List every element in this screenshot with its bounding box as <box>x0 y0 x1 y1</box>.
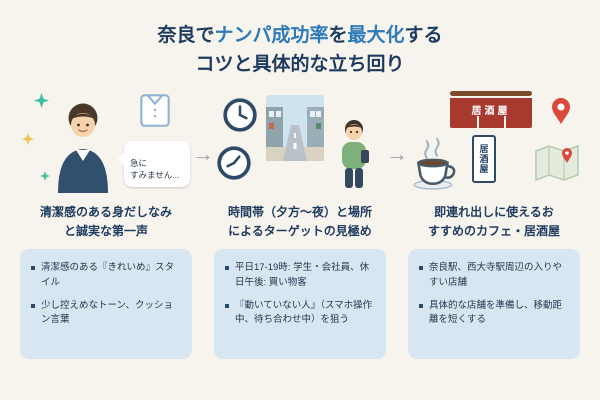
step-1-heading: 清潔感のある身だしなみ と誠実な第一声 <box>39 205 172 238</box>
step-3: 居酒屋 <box>408 91 580 360</box>
bullet-item: 清潔感のある『きれいめ』スタイル <box>30 261 182 290</box>
bullet-item: 少し控えめなトーン、クッション言葉 <box>30 299 182 328</box>
steps-row: 急に すみません... 清潔感のある身だしなみ と誠実な第一声 清潔感のある『き… <box>0 91 600 360</box>
step-2: 時間帯（夕方〜夜）と場所 によるターゲットの見極め 平日17-19時: 学生・会… <box>214 91 386 360</box>
curtain-slit <box>477 116 480 128</box>
izakaya-curtain-icon: 居酒屋 <box>450 91 532 128</box>
speech-bubble: 急に すみません... <box>118 141 190 187</box>
step-2-card: 平日17-19時: 学生・会社員、休日午後: 買い物客『動いていない人』（スマホ… <box>214 249 386 360</box>
clock-icon <box>217 146 251 180</box>
step-2-bullet-list: 平日17-19時: 学生・会社員、休日午後: 買い物客『動いていない人』（スマホ… <box>224 261 376 328</box>
title-segment: する <box>404 25 443 46</box>
step-1: 急に すみません... 清潔感のある身だしなみ と誠実な第一声 清潔感のある『き… <box>20 91 192 360</box>
businessman-icon <box>58 103 108 193</box>
curtain-cloth: 居酒屋 <box>450 98 532 128</box>
title-segment: 最大化 <box>347 25 405 46</box>
bullet-item: 平日17-19時: 学生・会社員、休日午後: 買い物客 <box>224 261 376 290</box>
bullet-item: 具体的な店舗を準備し、移動距離を短くする <box>418 299 570 328</box>
sparkle-icon <box>22 133 34 145</box>
page-title-line2: コツと具体的な立ち回り <box>195 53 405 75</box>
page-title: 奈良でナンパ成功率を最大化する コツと具体的な立ち回り <box>0 0 600 79</box>
sign-text: 居酒屋 <box>478 144 489 174</box>
step-3-bullet-list: 奈良駅、西大寺駅周辺の入りやすい店舗具体的な店舗を準備し、移動距離を短くする <box>418 261 570 328</box>
title-segment: 奈良で <box>157 25 215 46</box>
step-1-card: 清潔感のある『きれいめ』スタイル少し控えめなトーン、クッション言葉 <box>20 249 192 360</box>
arrow-right-icon: → <box>386 141 408 166</box>
step-2-heading: 時間帯（夕方〜夜）と場所 によるターゲットの見極め <box>227 205 372 238</box>
coffee-cup-icon <box>413 138 456 190</box>
map-icon <box>535 144 579 182</box>
speech-bubble-text: 急に すみません... <box>130 157 180 180</box>
step-3-card: 奈良駅、西大寺駅周辺の入りやすい店舗具体的な店舗を準備し、移動距離を短くする <box>408 249 580 360</box>
curtain-slit <box>504 116 507 128</box>
clock-icon <box>223 98 257 132</box>
sparkle-icon <box>40 171 50 181</box>
title-segment: ナンパ成功率 <box>214 25 329 46</box>
step-3-heading: 即連れ出しに使えるお すすめのカフェ・居酒屋 <box>427 205 560 238</box>
curtain-rod <box>450 91 532 96</box>
sparkle-icon <box>34 93 49 108</box>
arrow-right-icon: → <box>192 141 214 166</box>
step-1-bullet-list: 清潔感のある『きれいめ』スタイル少し控えめなトーン、クッション言葉 <box>30 261 182 328</box>
step-2-illustration <box>214 91 386 195</box>
person-with-phone-icon <box>342 120 369 188</box>
title-segment: を <box>328 25 348 46</box>
sign-face: 居酒屋 <box>472 135 496 183</box>
step-1-illustration: 急に すみません... <box>20 91 192 195</box>
bullet-item: 『動いていない人』（スマホ操作中、待ち合わせ中）を狙う <box>224 299 376 328</box>
shopping-street-photo <box>266 95 324 161</box>
dress-shirt-icon <box>140 94 170 127</box>
location-pin-icon <box>552 98 570 124</box>
bullet-item: 奈良駅、西大寺駅周辺の入りやすい店舗 <box>418 261 570 290</box>
step-3-illustration: 居酒屋 <box>408 91 580 195</box>
curtain-text: 居酒屋 <box>471 106 511 117</box>
izakaya-sign-icon: 居酒屋 <box>472 135 498 183</box>
page-title-line1: 奈良でナンパ成功率を最大化する <box>0 22 600 51</box>
